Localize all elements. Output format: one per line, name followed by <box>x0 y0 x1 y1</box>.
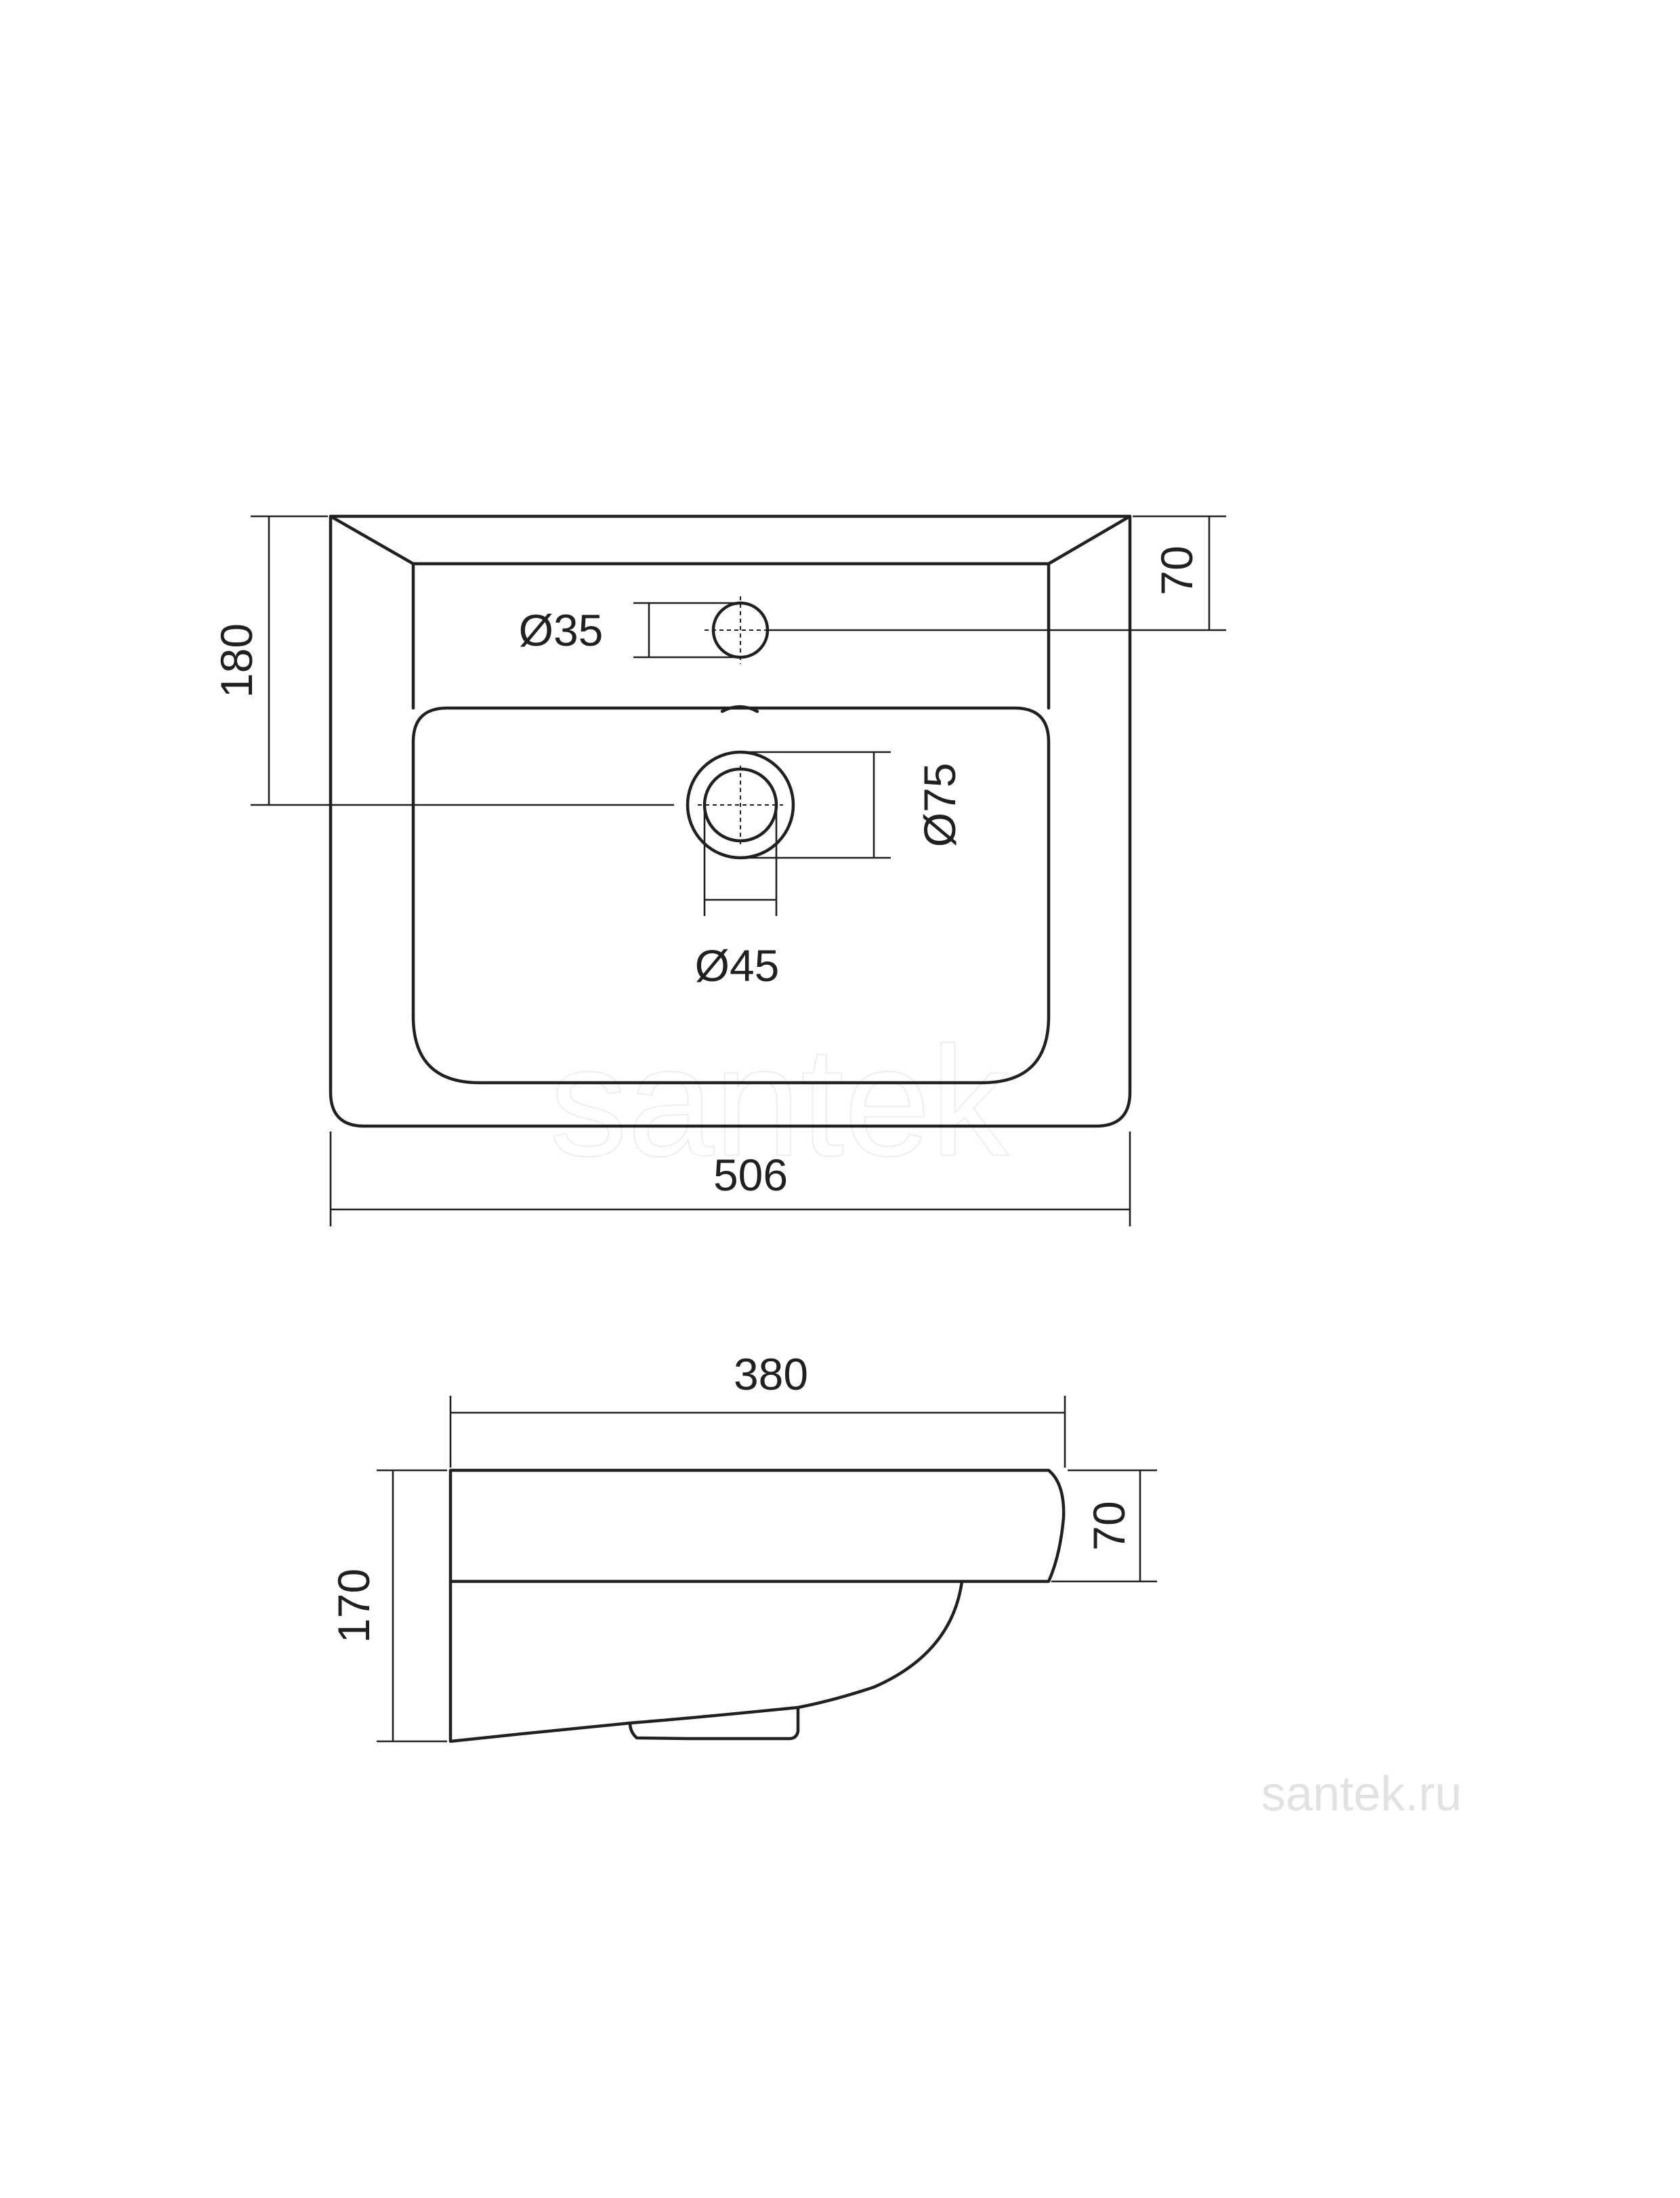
side-view: 380 170 70 <box>329 1349 1157 1743</box>
bevel-right <box>1047 514 1132 566</box>
top-view: 506 180 70 Ø35 Ø75 Ø45 <box>211 514 1226 1226</box>
bowl-bottom-curve <box>628 1705 800 1725</box>
basin-outline <box>329 514 1132 1128</box>
side-height-label: 170 <box>329 1569 379 1643</box>
drain-inner-label: Ø45 <box>695 940 780 991</box>
side-profile-outline <box>448 1468 1066 1743</box>
watermark-site: santek.ru <box>1261 1767 1462 1821</box>
side-rim-label: 70 <box>1084 1501 1134 1550</box>
basin-deck <box>411 562 1051 710</box>
watermark-main: santek <box>549 1014 1009 1188</box>
side-depth-label: 380 <box>734 1349 808 1399</box>
drain-outer-label: Ø75 <box>915 763 965 848</box>
basin-bowl <box>411 706 1051 1085</box>
tap-hole-label: Ø35 <box>519 605 604 655</box>
deck-label: 70 <box>1152 545 1202 595</box>
bevel-left <box>329 514 415 566</box>
overflow-slot <box>720 705 759 713</box>
width-label: 506 <box>713 1150 788 1200</box>
depth-label: 180 <box>211 623 261 698</box>
